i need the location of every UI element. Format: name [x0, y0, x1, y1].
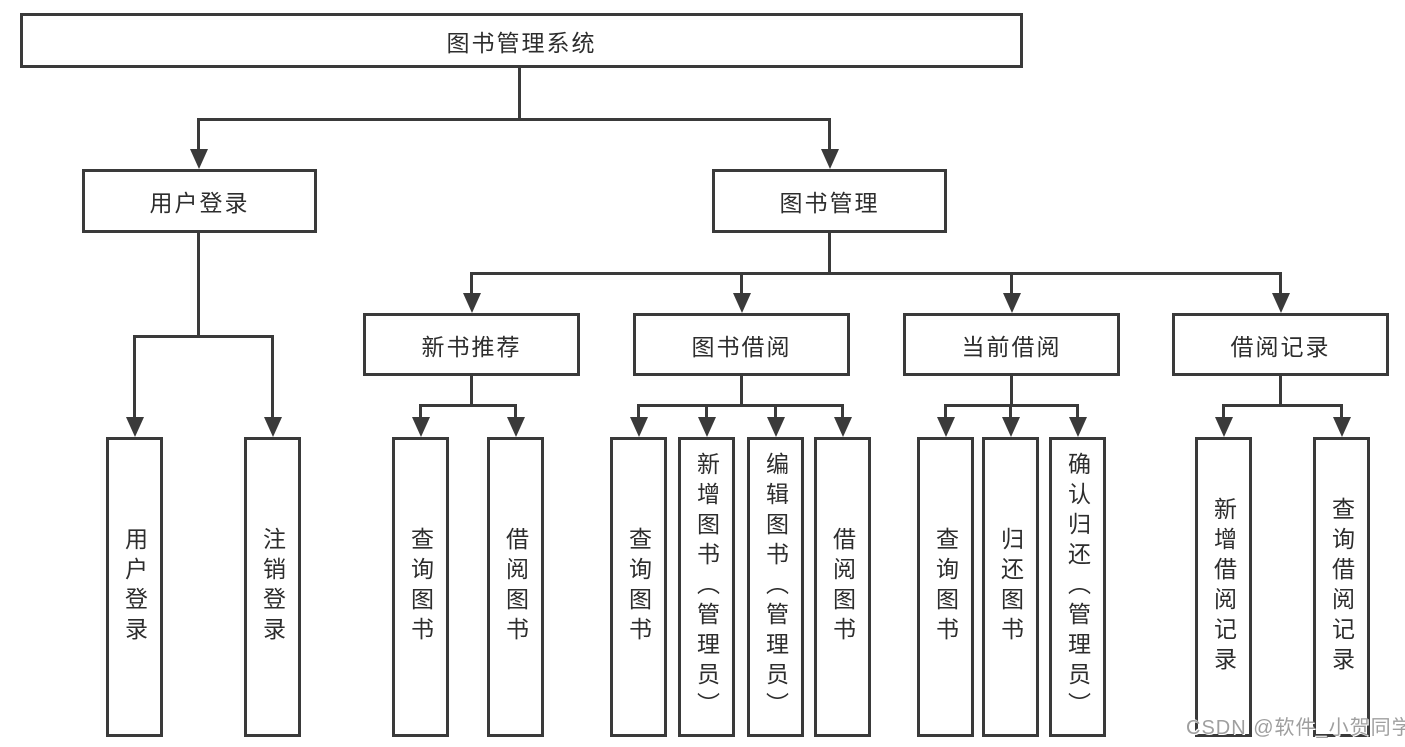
node-user-login: 用户登录: [82, 169, 317, 233]
arrow-shaft-add-books: [705, 404, 708, 419]
arrow-head-book-management: [821, 149, 839, 169]
arrow-head-current-borrow: [1003, 293, 1021, 313]
node-add-borrow-record: 新增借阅记录: [1195, 437, 1252, 737]
node-edit-books-admin: 编辑图书（管理员）: [747, 437, 804, 737]
node-borrow-books-recommend: 借阅图书: [487, 437, 544, 737]
arrow-head-login-leaf: [126, 417, 144, 437]
arrow-head-return-books: [1002, 417, 1020, 437]
arrow-head-borrow-records: [1272, 293, 1290, 313]
arrow-shaft-add-borrow-record: [1222, 404, 1225, 419]
arrow-head-edit-books: [767, 417, 785, 437]
connector-user-login-rail: [133, 335, 274, 338]
node-borrow-books-leaf: 借阅图书: [814, 437, 871, 737]
node-query-borrow-record: 查询借阅记录: [1313, 437, 1370, 737]
arrow-head-query-books-rec: [412, 417, 430, 437]
arrow-shaft-query-books-borrow: [637, 404, 640, 419]
node-query-books-recommend: 查询图书: [392, 437, 449, 737]
connector-book-mgmt-stem: [828, 233, 831, 274]
arrow-head-query-books-current: [937, 417, 955, 437]
arrow-head-logout-leaf: [264, 417, 282, 437]
connector-new-book-rail: [419, 404, 517, 407]
arrow-head-user-login: [190, 149, 208, 169]
connector-root-stem: [518, 68, 521, 120]
node-book-management: 图书管理: [712, 169, 947, 233]
arrow-head-book-borrow: [733, 293, 751, 313]
arrow-head-add-borrow-record: [1215, 417, 1233, 437]
node-user-login-leaf: 用户登录: [106, 437, 163, 737]
node-logout-leaf: 注销登录: [244, 437, 301, 737]
connector-user-login-stem: [197, 233, 200, 337]
node-confirm-return-admin: 确认归还（管理员）: [1049, 437, 1106, 737]
node-book-borrow: 图书借阅: [633, 313, 850, 376]
arrow-head-query-books-borrow: [630, 417, 648, 437]
arrow-shaft-query-books-rec: [419, 404, 422, 419]
arrow-head-borrow-books: [834, 417, 852, 437]
node-current-borrow: 当前借阅: [903, 313, 1120, 376]
connector-book-borrow-stem: [740, 376, 743, 406]
connector-new-book-stem: [470, 376, 473, 406]
connector-book-mgmt-rail: [470, 272, 1282, 275]
node-query-books-borrow: 查询图书: [610, 437, 667, 737]
arrow-shaft-borrow-books: [841, 404, 844, 419]
arrow-shaft-edit-books: [774, 404, 777, 419]
node-root: 图书管理系统: [20, 13, 1023, 68]
connector-borrow-records-rail: [1222, 404, 1343, 407]
arrow-shaft-new-book: [470, 272, 473, 295]
arrow-head-add-books: [698, 417, 716, 437]
connector-book-borrow-rail: [637, 404, 844, 407]
node-add-books-admin: 新增图书（管理员）: [678, 437, 735, 737]
arrow-shaft-query-books-current: [944, 404, 947, 419]
arrow-shaft-user-login: [197, 118, 200, 151]
node-query-books-current: 查询图书: [917, 437, 974, 737]
node-borrow-records: 借阅记录: [1172, 313, 1389, 376]
node-new-book-recommend: 新书推荐: [363, 313, 580, 376]
node-return-books: 归还图书: [982, 437, 1039, 737]
arrow-shaft-logout-leaf: [271, 335, 274, 419]
connector-borrow-records-stem: [1279, 376, 1282, 406]
arrow-head-query-borrow-record: [1333, 417, 1351, 437]
connector-current-borrow-stem: [1010, 376, 1013, 406]
arrow-head-new-book: [463, 293, 481, 313]
connector-root-rail: [197, 118, 831, 121]
arrow-shaft-query-borrow-record: [1340, 404, 1343, 419]
arrow-shaft-confirm-return: [1076, 404, 1079, 419]
arrow-shaft-book-borrow: [740, 272, 743, 295]
watermark: CSDN @软件_小贺同学: [1186, 717, 1405, 739]
arrow-head-confirm-return: [1069, 417, 1087, 437]
arrow-shaft-return-books: [1009, 404, 1012, 419]
arrow-shaft-current-borrow: [1010, 272, 1013, 295]
arrow-shaft-login-leaf: [133, 335, 136, 419]
arrow-shaft-book-management: [828, 118, 831, 151]
arrow-head-borrow-books-rec: [507, 417, 525, 437]
arrow-shaft-borrow-records: [1279, 272, 1282, 295]
arrow-shaft-borrow-books-rec: [514, 404, 517, 419]
